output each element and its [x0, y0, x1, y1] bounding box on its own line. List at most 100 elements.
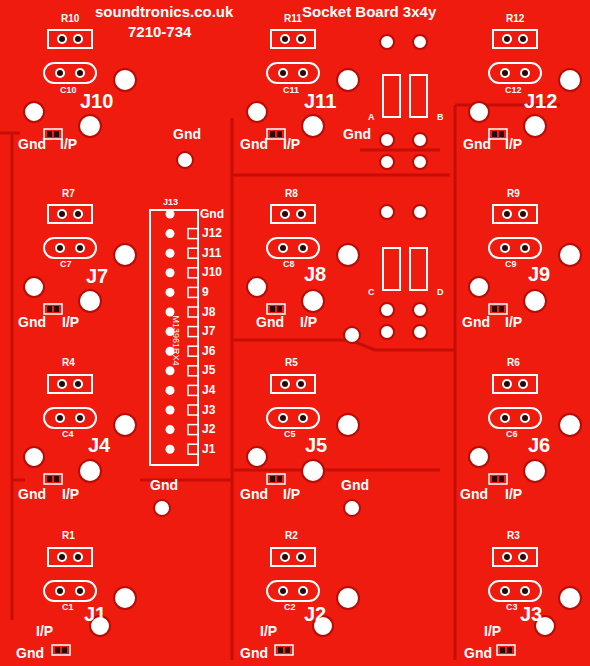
resistor-outline	[48, 548, 92, 566]
header-pin	[166, 406, 175, 415]
silkscreen-label: Gnd	[460, 487, 488, 501]
component-pad	[57, 209, 67, 219]
socket-cells	[24, 30, 581, 655]
silkscreen-label: I/P	[505, 137, 522, 151]
silkscreen-label: Gnd	[240, 137, 268, 151]
silkscreen-label: J8	[202, 306, 215, 318]
socket-cell	[267, 548, 359, 655]
solder-pad	[559, 587, 581, 609]
component-hole	[77, 70, 83, 76]
component-pad	[502, 34, 512, 44]
header-pin	[166, 288, 175, 297]
solder-pad	[337, 414, 359, 436]
header-pin	[47, 306, 52, 312]
header-pin	[166, 210, 175, 219]
component-hole	[77, 245, 83, 251]
pin-header	[166, 210, 199, 455]
silkscreen-label: C10	[60, 86, 77, 95]
component-hole	[77, 588, 83, 594]
component-pad	[500, 243, 510, 253]
component-pad	[296, 552, 306, 562]
component-pad	[518, 209, 528, 219]
silkscreen-label: C1	[62, 603, 74, 612]
silkscreen-label: J3	[520, 604, 542, 624]
header-outline	[275, 645, 293, 655]
capacitor-outline	[267, 63, 319, 83]
component-pad	[298, 243, 308, 253]
capacitor-outline	[44, 63, 96, 83]
component-hole	[502, 588, 508, 594]
pin-tab	[188, 248, 198, 258]
header-outline	[267, 474, 285, 484]
component-pad	[75, 68, 85, 78]
resistor-outline	[493, 205, 537, 223]
silkscreen-label: J12	[202, 227, 222, 239]
pin-tab	[188, 307, 198, 317]
silkscreen-label: I/P	[36, 624, 53, 638]
component-pad	[278, 68, 288, 78]
component-pad	[500, 413, 510, 423]
component-pad	[57, 379, 67, 389]
component-pad	[518, 379, 528, 389]
component-pad	[280, 34, 290, 44]
resistor-outline	[271, 30, 315, 48]
resistor-outline	[493, 548, 537, 566]
silkscreen-label: I/P	[484, 624, 501, 638]
header-outline	[497, 645, 515, 655]
header-outline	[267, 304, 285, 314]
component-pad	[502, 552, 512, 562]
component-pad	[55, 68, 65, 78]
component-hole	[504, 36, 510, 42]
pads	[154, 35, 427, 516]
silkscreen-label: R3	[507, 531, 520, 541]
capacitor-outline	[44, 408, 96, 428]
silkscreen-label: C8	[283, 260, 295, 269]
silkscreen-label: J6	[528, 435, 550, 455]
silkscreen-label: C2	[284, 603, 296, 612]
resistor-outline	[271, 375, 315, 393]
silkscreen-label: I/P	[60, 137, 77, 151]
solder-pad	[559, 244, 581, 266]
capacitor-outline	[267, 408, 319, 428]
component-pad	[280, 209, 290, 219]
solder-pad	[24, 447, 44, 467]
silkscreen-label: I/P	[300, 315, 317, 329]
component-hole	[300, 70, 306, 76]
socket-cell	[24, 205, 136, 314]
silkscreen-label: Gnd	[18, 315, 46, 329]
header-pin	[166, 386, 175, 395]
capacitor-outline	[489, 581, 541, 601]
silkscreen-label: J12	[524, 91, 557, 111]
component-pad	[55, 586, 65, 596]
component-hole	[522, 588, 528, 594]
component-hole	[502, 70, 508, 76]
socket-cell	[489, 548, 581, 655]
silkscreen-label: Socket Board 3x4y	[302, 4, 436, 19]
silkscreen-label: I/P	[505, 315, 522, 329]
header-pin	[166, 268, 175, 277]
solder-pad	[247, 277, 267, 297]
component-pad	[73, 552, 83, 562]
component-hole	[282, 554, 288, 560]
silkscreen-label: R5	[285, 358, 298, 368]
header-outline	[44, 129, 62, 139]
component-hole	[57, 245, 63, 251]
silkscreen-label: J10	[80, 91, 113, 111]
component-hole	[57, 70, 63, 76]
component-pad	[520, 413, 530, 423]
component-pad	[520, 68, 530, 78]
component-hole	[298, 211, 304, 217]
silkscreen-label: C3	[506, 603, 518, 612]
header-pin	[277, 476, 282, 482]
silkscreen-label: J1	[84, 604, 106, 624]
silkscreen-label: soundtronics.co.uk	[95, 4, 233, 19]
solder-pad	[247, 447, 267, 467]
silkscreen-label: Gnd	[18, 137, 46, 151]
resistor-outline	[493, 375, 537, 393]
silkscreen-label: I/P	[505, 487, 522, 501]
component-pad	[57, 34, 67, 44]
silkscreen-label: Gnd	[463, 137, 491, 151]
component-hole	[75, 554, 81, 560]
pin-tab	[188, 405, 198, 415]
